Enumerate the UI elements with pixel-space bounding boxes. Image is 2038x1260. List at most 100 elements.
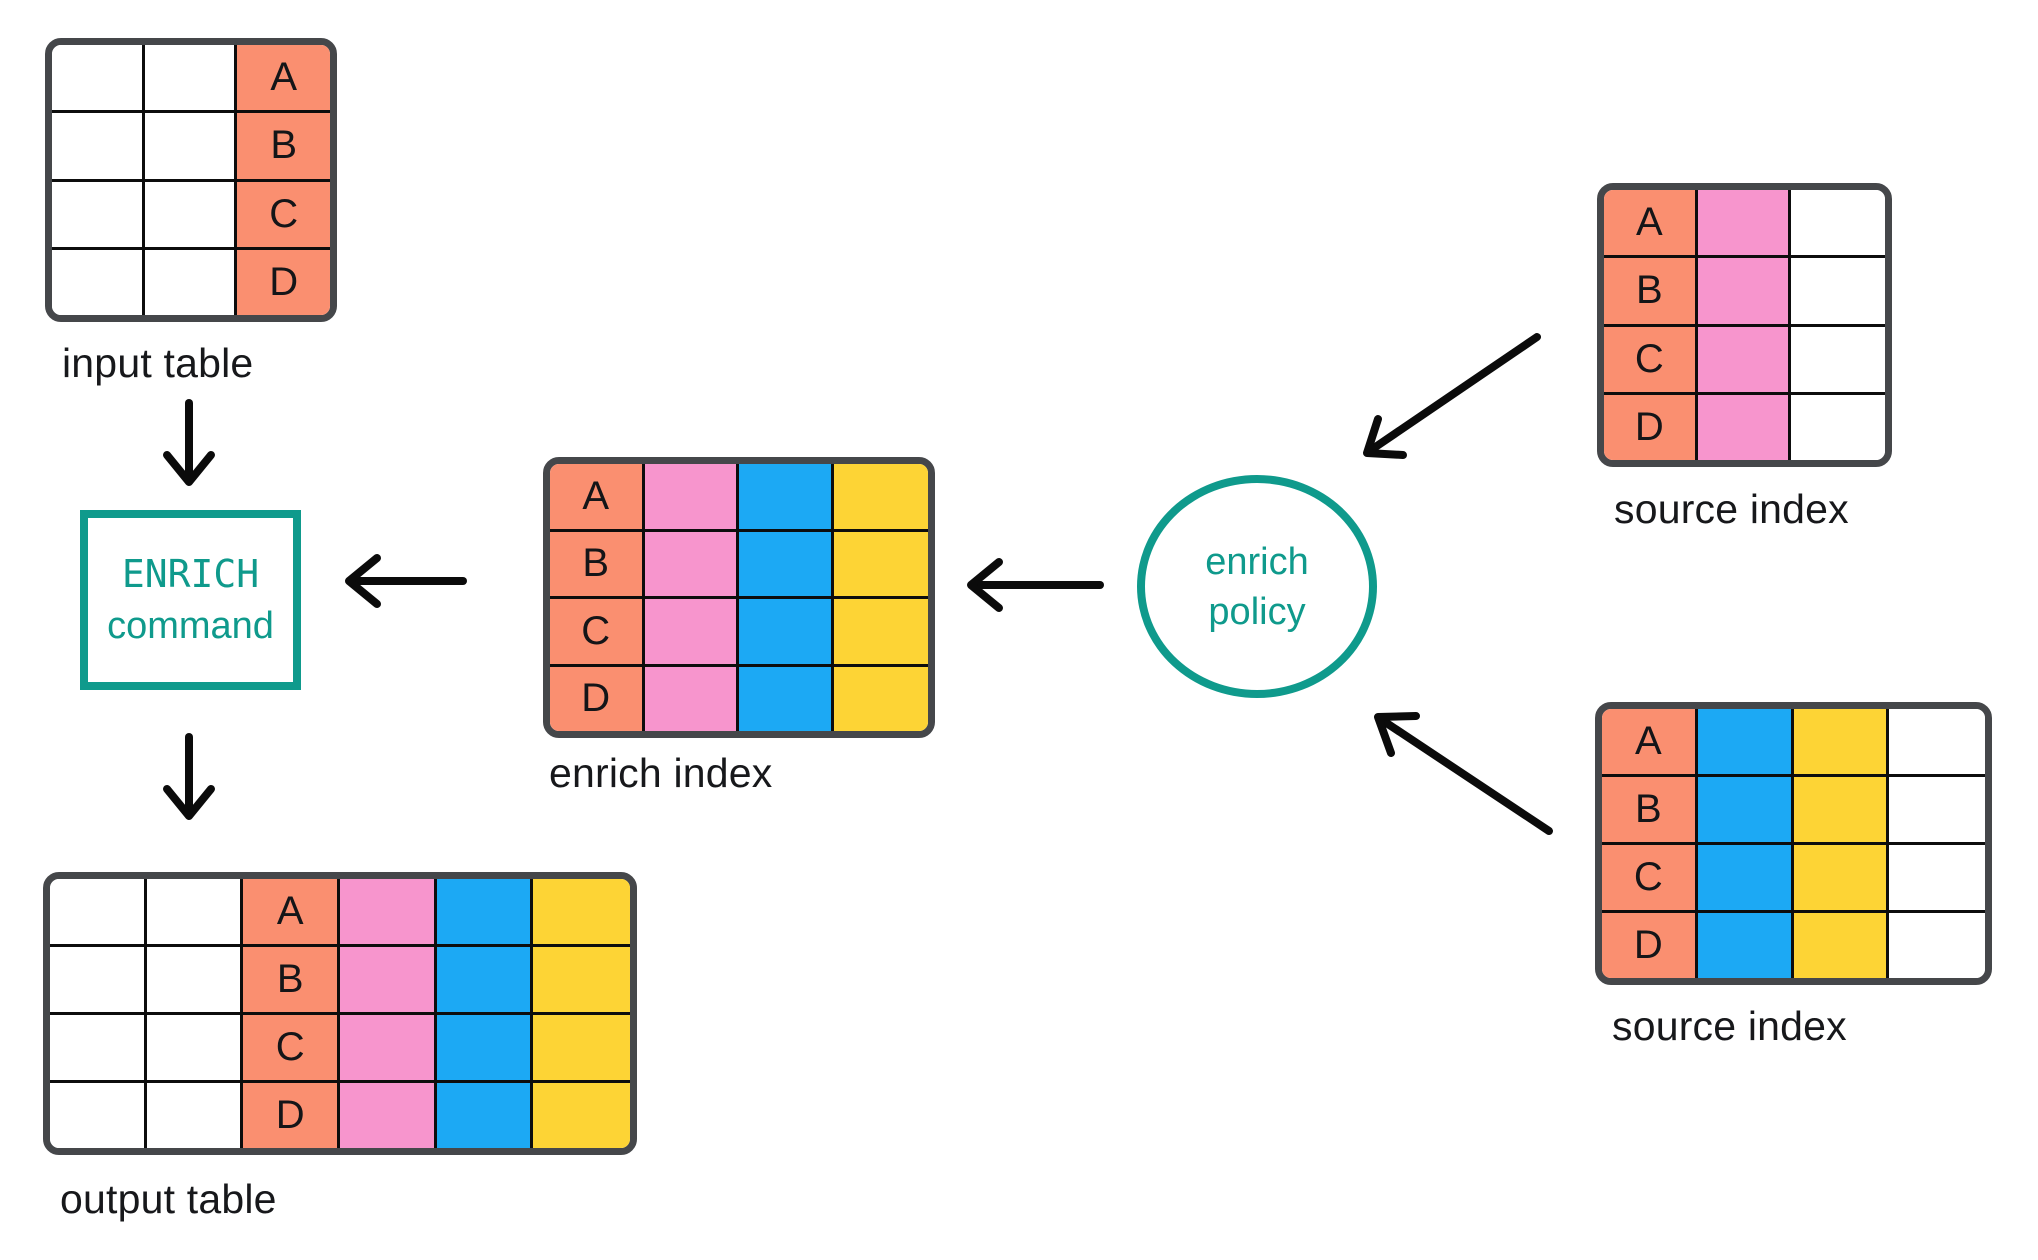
value-cell <box>739 666 834 731</box>
value-cell <box>833 464 928 532</box>
value-cell <box>644 666 739 731</box>
key-cell: A <box>1604 190 1698 259</box>
value-cell <box>533 947 630 1015</box>
arrow-source-top-to-policy-icon <box>1363 333 1541 459</box>
value-cell <box>436 1015 534 1083</box>
value-cell <box>1791 190 1885 259</box>
arrow-command-to-output-icon <box>163 733 215 820</box>
value-cell <box>146 879 244 947</box>
value-cell <box>52 113 145 182</box>
enrich-policy-line2: policy <box>1208 590 1306 633</box>
input-table-label: input table <box>62 340 254 386</box>
enrich-index-label: enrich index <box>549 750 773 796</box>
value-cell <box>833 666 928 731</box>
value-cell <box>1697 326 1792 395</box>
key-cell: A <box>1602 709 1698 777</box>
value-cell <box>52 45 145 114</box>
value-cell <box>644 531 739 599</box>
enrich-command-word: command <box>107 605 274 647</box>
value-cell <box>146 1015 244 1083</box>
key-cell: B <box>243 947 340 1015</box>
value-cell <box>533 1015 630 1083</box>
key-cell: C <box>550 599 645 667</box>
value-cell <box>739 464 834 532</box>
key-cell: C <box>1602 845 1698 913</box>
value-cell <box>1889 913 1985 978</box>
enrich-policy-circle: enrich policy <box>1137 475 1377 698</box>
key-cell: B <box>550 531 645 599</box>
value-cell <box>1793 709 1890 777</box>
value-cell <box>50 1083 147 1148</box>
value-cell <box>436 947 534 1015</box>
value-cell <box>1697 845 1794 913</box>
key-cell: A <box>550 464 645 532</box>
key-cell: D <box>550 666 645 731</box>
arrow-policy-to-enrich-index-icon <box>967 558 1104 612</box>
key-cell: C <box>243 1015 340 1083</box>
value-cell <box>644 599 739 667</box>
value-cell <box>50 879 147 947</box>
arrow-input-to-command-icon <box>163 399 215 486</box>
value-cell <box>52 249 145 315</box>
value-cell <box>1697 258 1792 327</box>
value-cell <box>144 249 238 315</box>
value-cell <box>146 1083 244 1148</box>
enrich-policy-line1: enrich <box>1205 540 1309 583</box>
value-cell <box>1889 777 1985 845</box>
value-cell <box>1793 777 1890 845</box>
key-cell: A <box>243 879 340 947</box>
value-cell <box>1697 777 1794 845</box>
value-cell <box>339 1083 437 1148</box>
value-cell <box>739 599 834 667</box>
value-cell <box>146 947 244 1015</box>
value-cell <box>1791 394 1885 460</box>
arrow-source-bottom-to-policy-icon <box>1374 712 1553 835</box>
value-cell <box>339 1015 437 1083</box>
value-cell <box>1697 394 1792 460</box>
key-cell: D <box>1602 913 1698 978</box>
value-cell <box>533 1083 630 1148</box>
value-cell <box>533 879 630 947</box>
value-cell <box>644 464 739 532</box>
value-cell <box>833 531 928 599</box>
value-cell <box>339 947 437 1015</box>
key-cell: D <box>237 249 330 315</box>
value-cell <box>144 45 238 114</box>
enrich-command-box: ENRICH command <box>80 510 301 690</box>
value-cell <box>1697 913 1794 978</box>
enrich-command-keyword: ENRICH <box>121 552 260 596</box>
key-cell: C <box>237 181 330 250</box>
key-cell: B <box>1602 777 1698 845</box>
value-cell <box>1793 845 1890 913</box>
value-cell <box>1697 709 1794 777</box>
value-cell <box>436 879 534 947</box>
source-index-bottom-label: source index <box>1612 1003 1847 1049</box>
output-table-label: output table <box>60 1176 277 1222</box>
value-cell <box>339 879 437 947</box>
value-cell <box>50 947 147 1015</box>
value-cell <box>52 181 145 250</box>
value-cell <box>144 181 238 250</box>
key-cell: C <box>1604 326 1698 395</box>
value-cell <box>1889 709 1985 777</box>
key-cell: B <box>237 113 330 182</box>
key-cell: D <box>1604 394 1698 460</box>
value-cell <box>739 531 834 599</box>
value-cell <box>436 1083 534 1148</box>
value-cell <box>1791 258 1885 327</box>
key-cell: A <box>237 45 330 114</box>
value-cell <box>50 1015 147 1083</box>
value-cell <box>1697 190 1792 259</box>
value-cell <box>833 599 928 667</box>
arrow-enrich-index-to-command-icon <box>345 554 467 608</box>
key-cell: B <box>1604 258 1698 327</box>
value-cell <box>1791 326 1885 395</box>
key-cell: D <box>243 1083 340 1148</box>
value-cell <box>1793 913 1890 978</box>
